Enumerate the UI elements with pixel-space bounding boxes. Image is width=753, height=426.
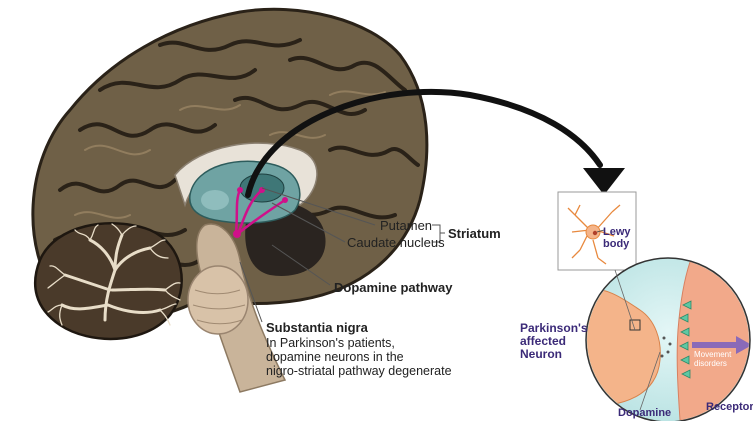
striatum-label: Striatum — [448, 226, 501, 241]
movement-label-2: disorders — [694, 359, 727, 368]
dopamine-label: Dopamine — [618, 406, 671, 421]
cerebellum — [35, 223, 182, 339]
receptor-label: Receptor — [706, 400, 753, 415]
substantia-nigra-desc-2: dopamine neurons in the — [266, 350, 404, 364]
lewy-label-1: Lewy — [603, 226, 631, 238]
putamen-label: Putamen — [380, 218, 432, 233]
arrowhead — [583, 168, 625, 195]
substantia-nigra-desc-1: In Parkinson's patients, — [266, 336, 395, 350]
synapse-circle — [581, 258, 753, 421]
movement-label-1: Movement — [694, 350, 731, 359]
caudate-nucleus-label: Caudate nucleus — [347, 235, 445, 250]
substantia-nigra-label: Substantia nigra — [266, 320, 368, 335]
lewy-label-2: body — [603, 238, 629, 250]
affected-neuron-label-3: Neuron — [520, 348, 562, 361]
dopamine-pathway-label: Dopamine pathway — [334, 280, 452, 295]
substantia-nigra-desc-3: nigro-striatal pathway degenerate — [266, 364, 452, 378]
